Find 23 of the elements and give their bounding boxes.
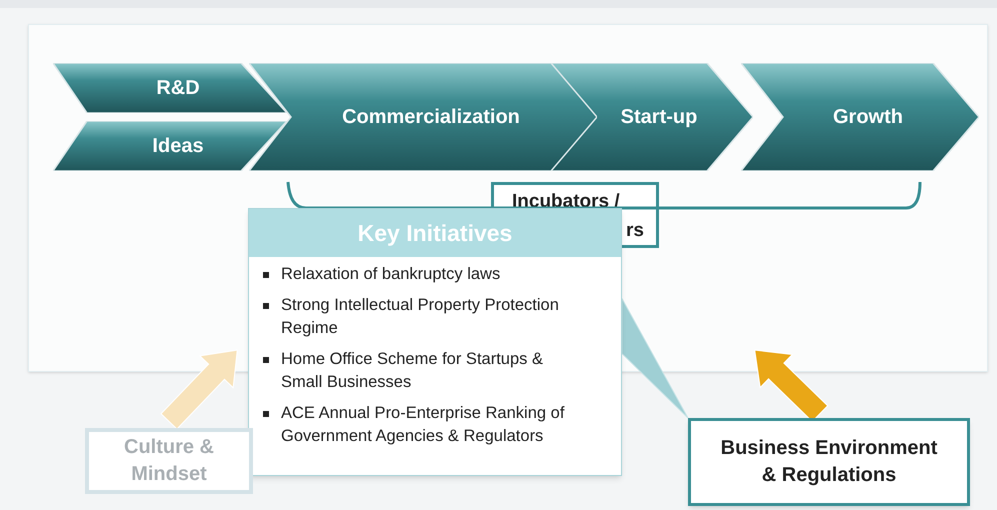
callout-header: Key Initiatives (249, 209, 621, 257)
initiatives-tooltip (248, 208, 622, 476)
callout-tail (622, 298, 688, 418)
initiative-text: Relaxation of bankruptcy laws (281, 264, 500, 285)
initiative-text: Home Office Scheme for Startups & Small Businesses (281, 349, 544, 393)
stage-label: Growth (832, 105, 903, 130)
stage-banner (549, 63, 753, 171)
stage-label: Commercialization (341, 105, 520, 130)
factor-box (85, 428, 253, 494)
stage-banner (53, 121, 287, 171)
stage-label: Ideas (151, 134, 204, 159)
factor-label: Business Environment & Regulations (720, 436, 938, 488)
box-label: rs (626, 219, 644, 243)
factor-label: Culture & Mindset (123, 435, 215, 487)
stage-banner (741, 63, 979, 171)
stage-label: R&D (155, 76, 200, 101)
initiative-text: Strong Intellectual Property Protection Regime (281, 295, 560, 339)
factor-box (688, 418, 970, 506)
stage-label: Start-up (620, 105, 698, 130)
stage-banner (249, 63, 597, 171)
initiative-text: ACE Annual Pro-Enterprise Ranking of Government Agencies & Regulators (281, 403, 566, 447)
block-arrow (160, 349, 238, 430)
stage-banner (53, 63, 287, 113)
